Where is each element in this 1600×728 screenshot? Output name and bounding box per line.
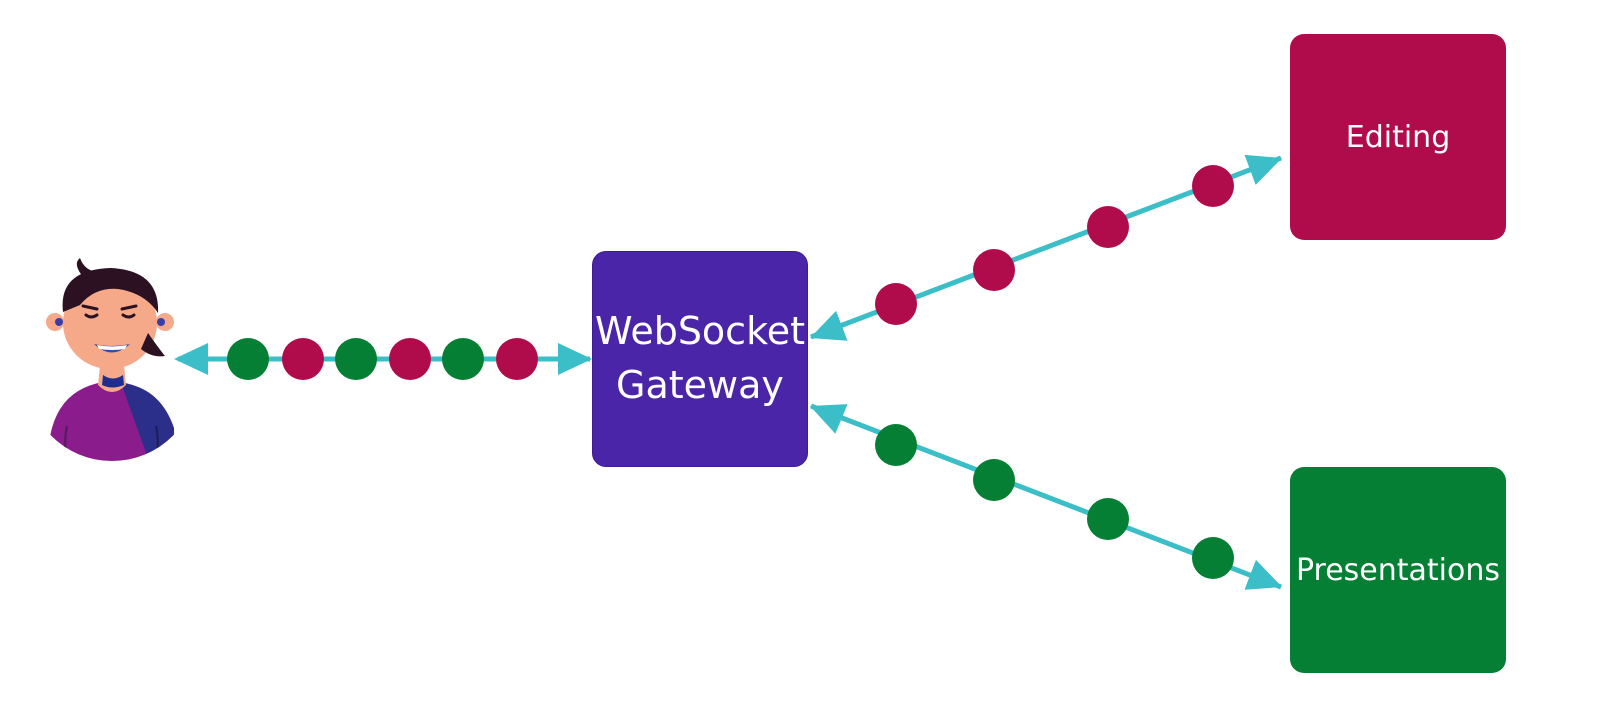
websocket-gateway-label: WebSocket Gateway xyxy=(594,309,806,407)
gateway-editing-editing-message-dot xyxy=(875,283,917,325)
editing-arrowhead xyxy=(1244,154,1282,185)
client-gateway-presentation-message-dot xyxy=(442,338,484,380)
client-gateway-presentation-message-dot xyxy=(335,338,377,380)
gateway-editing-editing-message-dot xyxy=(1087,206,1129,248)
client-gateway-editing-message-dot xyxy=(496,338,538,380)
gateway-editing-editing-message-dot xyxy=(973,249,1015,291)
gateway-presentations-start-arrowhead xyxy=(810,404,848,434)
client-gateway-presentation-message-dot xyxy=(227,338,269,380)
gateway-editing-editing-message-dot xyxy=(1192,165,1234,207)
presentations-service-label: Presentations xyxy=(1295,552,1501,588)
client-gateway-editing-message-dot xyxy=(389,338,431,380)
editing-service-label: Editing xyxy=(1345,119,1451,155)
gateway-presentations-presentation-message-dot xyxy=(1087,498,1129,540)
gateway-editing-start-arrowhead xyxy=(810,310,848,341)
editing-service-node: Editing xyxy=(1290,34,1506,240)
websocket-gateway-node: WebSocket Gateway xyxy=(592,251,808,467)
presentations-arrowhead xyxy=(1244,559,1282,590)
gateway-presentations-presentation-message-dot xyxy=(1192,537,1234,579)
client-gateway-editing-message-dot xyxy=(282,338,324,380)
user-avatar-icon xyxy=(46,258,176,461)
gateway-presentations-presentation-message-dot xyxy=(875,424,917,466)
presentations-service-node: Presentations xyxy=(1290,467,1506,673)
gateway-presentations-presentation-message-dot xyxy=(973,459,1015,501)
client-side-arrowhead xyxy=(174,343,208,375)
gateway-side-arrowhead xyxy=(558,343,592,375)
